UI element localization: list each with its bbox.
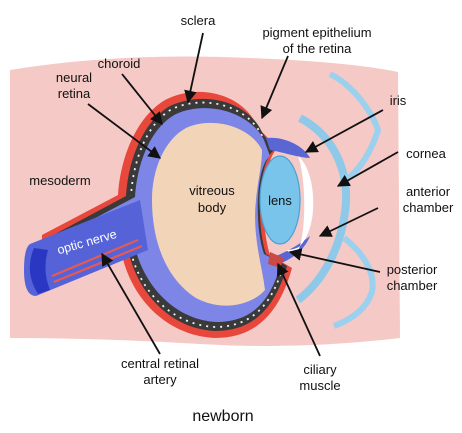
label-vitreous-body-1: vitreous	[189, 183, 235, 198]
label-anterior-chamber-2: chamber	[403, 200, 454, 215]
label-sclera: sclera	[181, 13, 216, 28]
label-anterior-chamber-1: anterior	[406, 184, 451, 199]
eyelid-upper	[328, 71, 382, 183]
label-posterior-chamber-1: posterior	[387, 262, 438, 277]
optic-disc	[29, 248, 50, 294]
label-vitreous-body-2: body	[198, 200, 227, 215]
vitreous-body-region	[152, 122, 265, 306]
eyelid-lower	[332, 235, 376, 329]
arrow-pigment-epithelium	[260, 55, 289, 120]
label-central-artery-2: artery	[143, 372, 177, 387]
label-pigment-epithelium-1: pigment epithelium	[262, 25, 371, 40]
iris-upper	[266, 137, 310, 158]
arrow-sclera	[184, 32, 204, 104]
arrow-central-artery	[101, 252, 161, 355]
annotation-arrows	[87, 32, 399, 357]
arrow-anterior-chamber	[318, 207, 379, 237]
pigment-epithelium-layer	[130, 101, 284, 328]
label-ciliary-muscle-1: ciliary	[303, 362, 337, 377]
label-choroid: choroid	[98, 56, 141, 71]
optic-nerve	[24, 200, 148, 296]
anterior-chamber-region	[298, 156, 314, 246]
arrow-choroid	[121, 73, 163, 125]
diagram-caption: newborn	[192, 408, 253, 425]
label-ciliary-muscle-2: muscle	[299, 378, 340, 393]
arrow-iris	[304, 109, 384, 153]
lens-shape	[259, 155, 301, 245]
central-retinal-artery	[51, 238, 143, 284]
arrow-ciliary-muscle	[276, 262, 321, 357]
label-pigment-epithelium-2: of the retina	[283, 41, 352, 56]
label-neural-retina-2: retina	[58, 86, 91, 101]
label-lens: lens	[268, 193, 292, 208]
arrow-neural-retina	[87, 103, 162, 159]
label-iris: iris	[390, 93, 407, 108]
label-posterior-chamber-2: chamber	[387, 278, 438, 293]
arrow-posterior-chamber	[288, 248, 381, 273]
label-cornea: cornea	[406, 146, 447, 161]
label-central-artery-1: central retinal	[121, 356, 199, 371]
label-mesoderm: mesoderm	[29, 173, 90, 188]
arrow-cornea	[336, 151, 399, 187]
label-neural-retina-1: neural	[56, 70, 92, 85]
